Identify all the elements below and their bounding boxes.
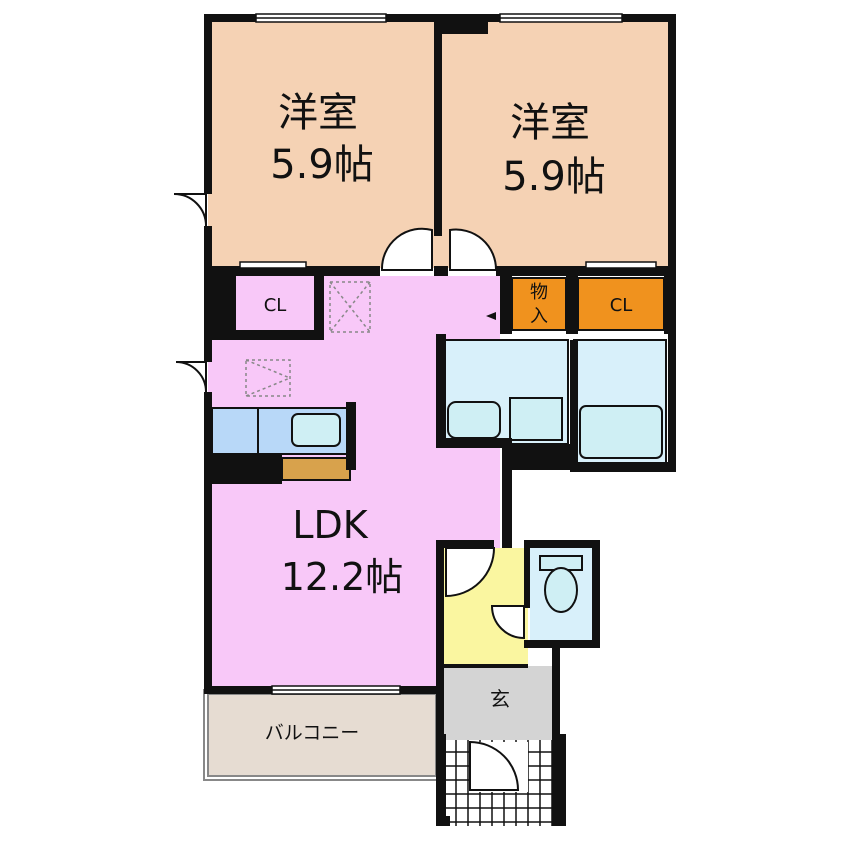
ceiling-storage-mark-1: [329, 281, 371, 333]
balcony-floor: [207, 693, 437, 777]
kitchen-shelf: [281, 457, 351, 481]
storage-label-bottom: 入: [530, 306, 548, 327]
ldk-floor: [208, 276, 500, 690]
closet-1-label: CL: [264, 295, 287, 316]
washing-machine-pan: [509, 397, 563, 441]
kitchen-sink: [291, 413, 341, 447]
bedroom-2-floor: [438, 18, 670, 268]
bedroom-1-label: 洋室: [278, 90, 358, 136]
ceiling-storage-mark-2: [245, 359, 291, 397]
bedroom-2-label: 洋室: [510, 100, 590, 146]
entrance-label: 玄: [490, 687, 510, 711]
sliding-door-arrows: [486, 312, 578, 358]
windows: [255, 13, 623, 695]
closet-2-label: CL: [610, 295, 633, 316]
bedroom-1-size: 5.9帖: [270, 142, 374, 188]
toilet-bowl: [544, 567, 578, 613]
wash-basin: [447, 401, 501, 439]
ldk-upper-floor: [324, 276, 500, 334]
balcony-label: バルコニー: [265, 722, 360, 744]
closet-doors: [239, 261, 657, 269]
bedroom-2-size: 5.9帖: [502, 154, 606, 200]
bedroom-1-floor: [208, 18, 438, 268]
ldk-size: 12.2帖: [281, 555, 404, 599]
ldk-label: LDK: [292, 503, 368, 547]
door-swings: [173, 193, 525, 791]
bathtub: [579, 405, 663, 459]
genkan-floor: [444, 666, 556, 740]
storage-label-top: 物: [530, 282, 548, 303]
